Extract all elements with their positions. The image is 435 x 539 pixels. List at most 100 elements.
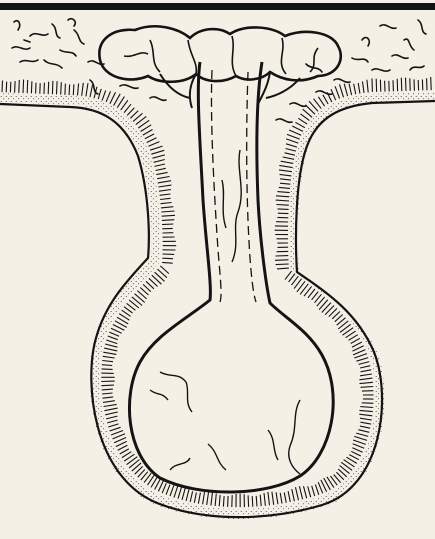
hatch-mark [160, 198, 170, 199]
hatch-mark [147, 138, 157, 143]
hatch-mark [363, 81, 365, 93]
hatch-mark [289, 274, 295, 282]
hatch-mark [105, 344, 117, 347]
hatch-mark [110, 92, 116, 104]
hatch-mark [359, 414, 372, 416]
debris-squiggle [410, 66, 424, 70]
debris-squiggle [30, 34, 48, 36]
hatch-mark [268, 492, 270, 505]
debris-squiggle [290, 103, 306, 106]
debris-squiggle [380, 25, 396, 28]
hatch-mark [360, 422, 371, 424]
hatch-mark [106, 340, 117, 344]
hatch-mark [276, 492, 278, 504]
hatch-mark [279, 170, 292, 172]
debris-squiggle [392, 55, 408, 58]
hatch-mark [312, 486, 315, 496]
hatch-mark [288, 491, 290, 502]
hatch-mark [260, 495, 261, 506]
hatch-mark [156, 168, 166, 170]
hatch-mark [102, 361, 113, 362]
hatch-mark [107, 420, 117, 423]
hatch-mark [61, 82, 62, 94]
hatch-mark [360, 374, 372, 376]
hatch-mark [286, 149, 296, 152]
hatch-mark [277, 192, 289, 193]
top-border-bar [0, 3, 435, 10]
hatch-mark [349, 84, 352, 95]
hatch-mark [143, 130, 153, 136]
hatch-mark [354, 354, 367, 358]
hatch-mark [154, 160, 165, 163]
hatch-mark [359, 410, 372, 411]
hatch-mark [351, 451, 361, 456]
hatch-mark [111, 328, 122, 333]
hatch-mark [104, 404, 117, 406]
hatch-mark [65, 84, 66, 95]
hatch-mark [159, 190, 171, 192]
hatch-mark [352, 342, 362, 347]
hatch-mark [301, 114, 310, 121]
hatch-mark [105, 412, 118, 415]
hatch-mark [162, 483, 166, 493]
hatch-mark [340, 84, 344, 97]
hatch-mark [129, 460, 139, 468]
hatch-mark [356, 358, 368, 362]
hatch-mark [335, 86, 340, 98]
hatch-mark [130, 111, 138, 119]
hatch-mark [359, 362, 370, 365]
hatch-mark [292, 126, 303, 131]
hatch-mark [276, 264, 289, 265]
hatch-mark [106, 416, 117, 419]
hatch-mark [360, 418, 372, 420]
hatch-mark [349, 455, 359, 460]
hatch-mark [223, 496, 224, 507]
hatch-mark [362, 403, 374, 404]
hatch-mark [354, 84, 356, 94]
hatch-mark [280, 179, 291, 180]
hatch-mark [156, 172, 167, 174]
debris-squiggle [52, 24, 60, 38]
hatch-mark [155, 164, 165, 166]
hatch-mark [295, 122, 305, 127]
hatch-mark [322, 303, 331, 313]
hatch-mark [299, 486, 302, 499]
hatch-mark [281, 161, 294, 163]
hatch-mark [198, 493, 200, 504]
hatch-mark [73, 84, 74, 95]
hatch-mark [304, 486, 307, 498]
hatch-mark [69, 85, 70, 96]
hatch-mark [275, 260, 289, 261]
debris-squiggle [418, 20, 426, 34]
hatch-mark [162, 262, 173, 263]
hatch-mark [104, 348, 117, 351]
hatch-mark [360, 426, 370, 428]
debris-squiggle [120, 85, 138, 88]
debris-squiggle [150, 97, 166, 100]
hatch-mark [292, 489, 295, 501]
debris-squiggle [74, 30, 84, 44]
hatch-mark [161, 203, 172, 204]
hatch-mark [256, 496, 257, 507]
hatch-mark [211, 492, 213, 505]
hatch-mark [118, 445, 128, 450]
stippled-layer [0, 92, 435, 519]
hatch-mark [102, 369, 113, 370]
hatch-mark [113, 434, 126, 439]
hatch-mark [285, 271, 292, 280]
hatch-mark [27, 80, 28, 93]
hatch-mark [120, 449, 129, 454]
hatch-mark [406, 78, 407, 91]
hatch-mark [352, 448, 362, 453]
hatch-mark [182, 487, 186, 500]
hatch-mark [145, 134, 154, 139]
debris-squiggle [68, 19, 75, 26]
hatch-mark [162, 258, 173, 259]
hatch-mark [108, 424, 118, 427]
hatch-mark [367, 80, 368, 93]
hatch-mark [166, 485, 170, 495]
debris-squiggle [334, 79, 350, 82]
hatch-mark [135, 294, 145, 303]
